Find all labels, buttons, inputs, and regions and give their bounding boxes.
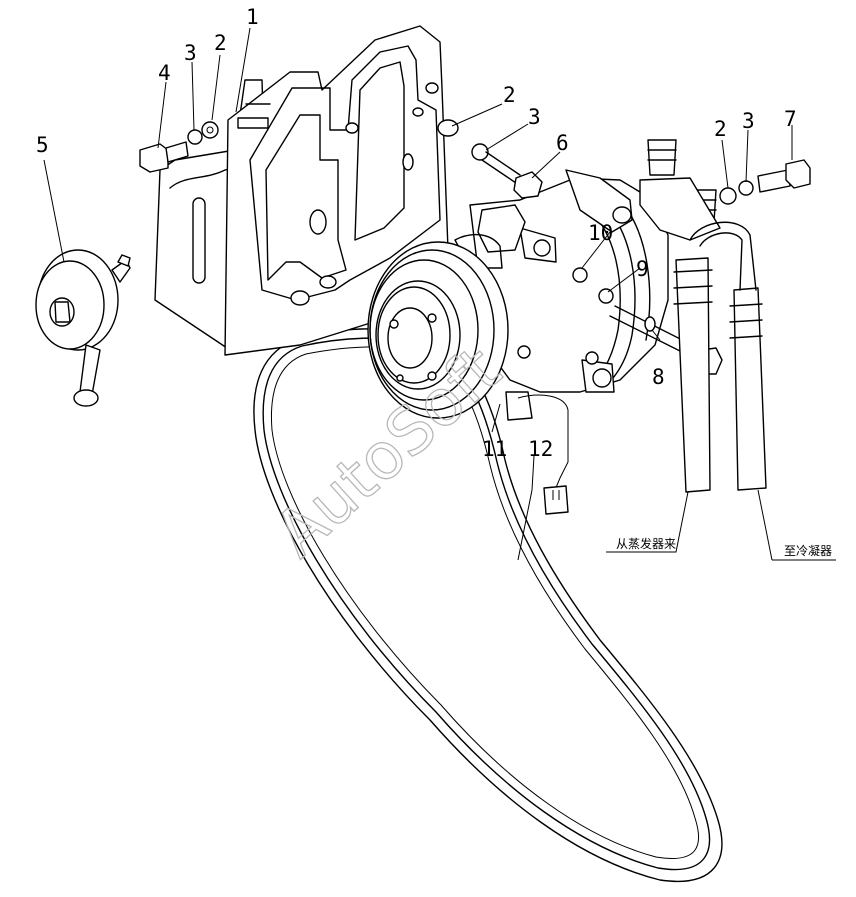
callout-4: 4 <box>158 61 171 85</box>
callout-3b: 3 <box>528 105 541 129</box>
bolt-4-set <box>139 121 219 173</box>
callout-5: 5 <box>36 133 49 157</box>
ac-compressor <box>454 169 669 421</box>
leader-lines <box>43 27 836 561</box>
refrigerant-hoses <box>639 139 767 493</box>
bolt-6-set <box>437 119 543 199</box>
callout-11: 11 <box>482 437 507 461</box>
callout-8: 8 <box>652 365 665 389</box>
idler-pulley <box>35 249 131 407</box>
callout-9: 9 <box>636 257 649 281</box>
clutch-wire-connector <box>517 394 569 515</box>
callout-3a: 3 <box>184 41 197 65</box>
callout-10: 10 <box>588 221 613 245</box>
label-to-condenser: 至冷凝器 <box>784 543 832 558</box>
callout-6: 6 <box>556 131 569 155</box>
label-from-evaporator: 从蒸发器来 <box>616 536 676 551</box>
callout-2c: 2 <box>714 117 727 141</box>
callout-1: 1 <box>246 5 259 29</box>
callout-2a: 2 <box>214 31 227 55</box>
bolt-7-set <box>719 159 811 205</box>
callout-7: 7 <box>784 107 797 131</box>
callout-2b: 2 <box>503 83 516 107</box>
callout-12: 12 <box>528 437 553 461</box>
clutch-pulley <box>367 241 509 419</box>
callout-3c: 3 <box>742 109 755 133</box>
callout-numbers: 1 2 3 4 5 2 3 6 2 3 7 10 9 8 11 12 <box>36 5 797 461</box>
